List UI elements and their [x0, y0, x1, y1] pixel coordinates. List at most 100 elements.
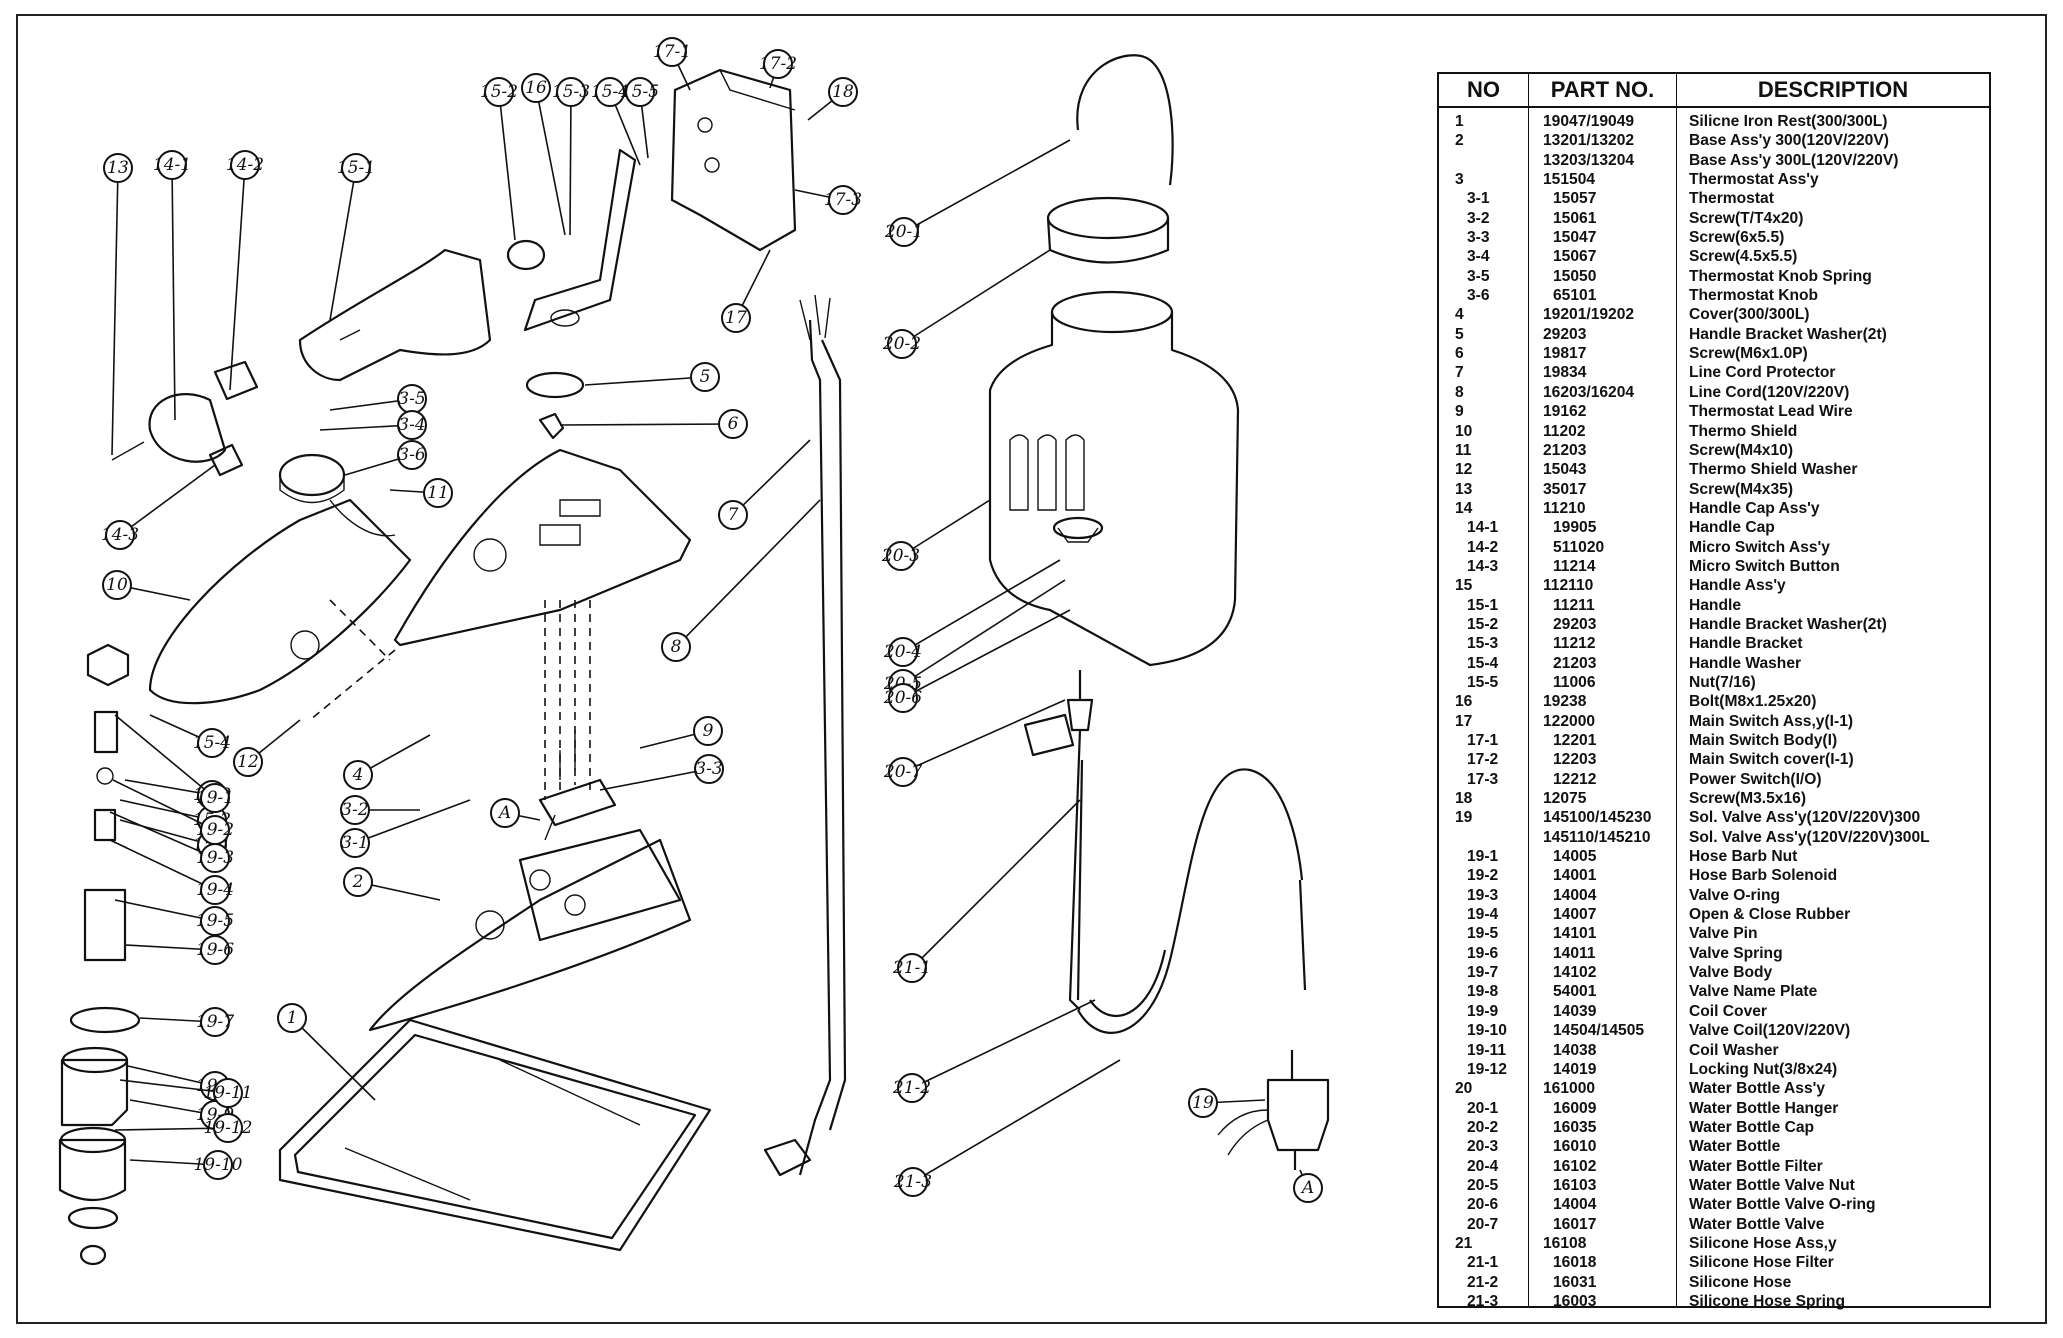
callout-label: 4 — [352, 765, 364, 785]
callout-bubble — [203, 1150, 233, 1180]
row-description: Hose Barb Nut — [1689, 848, 1798, 866]
leader-line — [119, 464, 216, 536]
callout-label: 14-3 — [101, 525, 139, 545]
row-no: 20-4 — [1467, 1157, 1499, 1175]
callout-17-1: 17-1 — [653, 37, 691, 91]
callout-15-1: 15-1 — [329, 153, 375, 321]
row-part-no: 14019 — [1553, 1060, 1597, 1078]
row-part-no: 12075 — [1543, 790, 1587, 808]
row-part-no: 14005 — [1553, 848, 1597, 866]
row-description: Water Bottle Ass'y — [1689, 1080, 1825, 1098]
callout-19-5: 19-5 — [114, 899, 234, 936]
row-part-no: 14001 — [1553, 867, 1597, 885]
callout-label: 13 — [107, 158, 129, 178]
row-no: 20-5 — [1467, 1176, 1499, 1194]
row-description: Screw(M4x35) — [1689, 480, 1794, 498]
callout-label: 19-3 — [196, 848, 234, 868]
leader-line — [124, 944, 216, 951]
row-no: 19-12 — [1467, 1060, 1507, 1078]
row-no: 10 — [1455, 422, 1473, 440]
callout-label: 1 — [287, 1008, 298, 1028]
callout-21-3: 21-3 — [893, 1059, 1121, 1197]
row-description: Water Bottle — [1689, 1138, 1781, 1156]
callout-6: 6 — [559, 409, 748, 439]
leader-line — [114, 714, 216, 799]
callout-19-6: 19-6 — [124, 935, 234, 965]
row-no: 14-2 — [1467, 538, 1499, 556]
callout-bubble — [897, 1073, 927, 1103]
row-no: 3-1 — [1467, 190, 1490, 208]
callout-bubble — [277, 1003, 307, 1033]
row-description: Coil Cover — [1689, 1002, 1767, 1020]
callout-label: 19-4 — [196, 880, 234, 900]
callout-label: 15-1 — [337, 158, 375, 178]
callout-bubble — [423, 478, 453, 508]
row-no: 19-2 — [1467, 867, 1499, 885]
callout-label: 20-3 — [881, 546, 920, 566]
row-description: Power Switch(I/O) — [1689, 770, 1822, 788]
callout-bubble — [105, 520, 135, 550]
row-description: Handle Bracket Washer(2t) — [1689, 615, 1887, 633]
callout-label: 2 — [352, 872, 364, 892]
callout-bubble — [694, 754, 724, 784]
leader-line — [732, 439, 811, 516]
row-part-no: 11202 — [1543, 422, 1586, 440]
row-part-no: 19162 — [1543, 403, 1587, 421]
row-description: Silicone Hose — [1689, 1273, 1792, 1291]
row-no: 17-2 — [1467, 751, 1499, 769]
leader-line — [119, 1079, 229, 1094]
callout-label: 19-12 — [203, 1118, 252, 1138]
row-part-no: 15057 — [1553, 190, 1597, 208]
row-description: Water Bottle Hanger — [1689, 1099, 1839, 1117]
row-no: 14 — [1455, 499, 1473, 517]
callout-19-10: 19-10 — [129, 1150, 243, 1180]
leader-line — [329, 167, 357, 321]
row-no: 6 — [1455, 345, 1464, 363]
callout-label: 14-1 — [153, 155, 191, 175]
row-description: Handle — [1689, 596, 1741, 614]
callout-bubble — [343, 760, 373, 790]
row-description: Water Bottle Cap — [1689, 1118, 1815, 1136]
row-no: 1 — [1455, 113, 1464, 130]
leader-line — [902, 579, 1066, 685]
row-no: 15-4 — [1467, 654, 1499, 672]
row-part-no: 151504 — [1543, 171, 1596, 189]
row-description: Silicone Hose Spring — [1689, 1292, 1845, 1310]
callout-label: 21-2 — [892, 1078, 931, 1098]
row-description: Thermostat Ass'y — [1689, 171, 1819, 189]
callout-a: A — [490, 798, 541, 828]
callout-bubble — [484, 77, 514, 107]
row-part-no: 19047/19049 — [1543, 113, 1635, 130]
row-part-no: 15047 — [1553, 229, 1597, 247]
row-part-no: 65101 — [1553, 287, 1597, 305]
callout-bubble — [213, 1078, 243, 1108]
callout-label: 19-7 — [196, 1012, 234, 1032]
callout-17-3: 17-3 — [794, 185, 862, 215]
row-no — [1439, 828, 1528, 847]
leader-line — [109, 811, 216, 859]
callout-1: 1 — [277, 1003, 376, 1101]
row-description: Thermostat Knob — [1689, 287, 1819, 305]
callout-label: A — [1300, 1178, 1314, 1198]
callout-19-4: 19-4 — [109, 839, 234, 905]
callout-label: 12 — [237, 752, 259, 772]
row-no: 19-6 — [1467, 944, 1499, 962]
drawing-frame — [16, 14, 2047, 1324]
row-part-no: 29203 — [1553, 615, 1597, 633]
leader-line — [171, 164, 176, 421]
leader-line — [569, 91, 572, 236]
row-no: 3-6 — [1467, 287, 1490, 305]
row-no: 21-2 — [1467, 1273, 1499, 1291]
row-part-no: 16108 — [1543, 1234, 1587, 1252]
callout-bubble — [200, 783, 230, 813]
callout-19-1: 19-1 — [114, 714, 234, 813]
callout-bubble — [197, 728, 227, 758]
callout-bubble — [886, 541, 916, 571]
row-description: Handle Cap Ass'y — [1689, 499, 1820, 517]
row-description: Silicone Hose Filter — [1689, 1254, 1834, 1272]
row-description: Main Switch Body(I) — [1689, 732, 1838, 749]
row-part-no: 12201 — [1553, 732, 1597, 749]
row-part-no: 11210 — [1543, 499, 1586, 517]
leader-line — [109, 839, 216, 891]
